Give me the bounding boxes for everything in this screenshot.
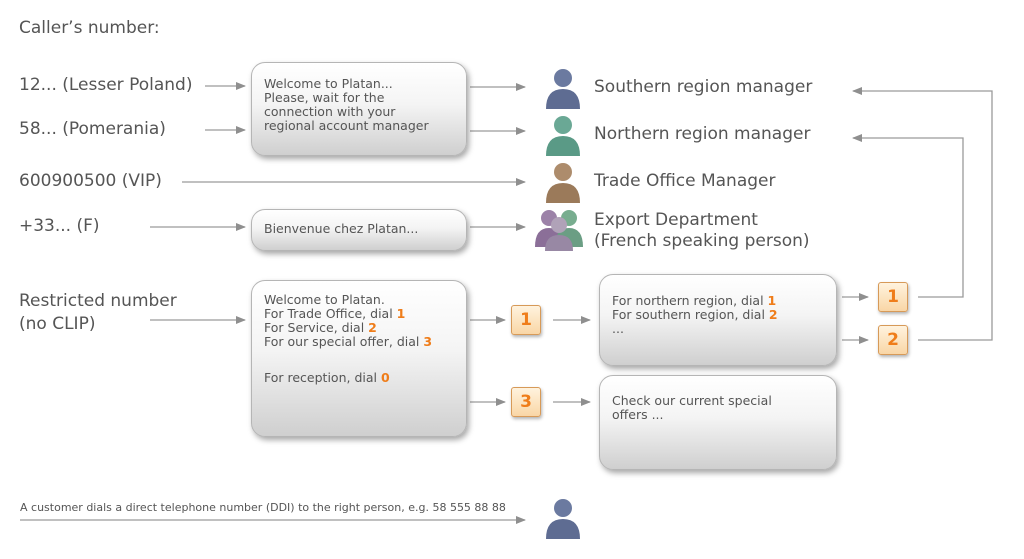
menu-reception: For reception, dial 0 (264, 370, 390, 385)
region-northern: For northern region, dial 1 (612, 293, 777, 308)
group-icon-export (535, 210, 583, 251)
caller-france: +33... (F) (19, 216, 100, 236)
bienvenue-box: Bienvenue chez Platan... (251, 209, 467, 251)
caller-pomerania: 58... (Pomerania) (19, 119, 166, 139)
special-offers-box: Check our current special offers ... (599, 375, 837, 470)
caller-restricted: Restricted number (no CLIP) (19, 290, 177, 336)
welcome-line-1: Welcome to Platan... (264, 76, 393, 91)
loop-badge2-southern (852, 87, 993, 341)
offers-line-1: Check our current special (612, 393, 772, 408)
welcome-line-3: connection with your (264, 104, 396, 119)
diagram-title: Caller’s number: (19, 18, 160, 38)
person-icon-southern (546, 69, 580, 109)
target-trade-office-manager: Trade Office Manager (594, 171, 776, 191)
loop-badge1-northern (852, 134, 964, 298)
badge-region-1: 1 (878, 282, 908, 312)
bienvenue-text: Bienvenue chez Platan... (264, 221, 419, 236)
welcome-line-2: Please, wait for the (264, 90, 385, 105)
welcome-line-4: regional account manager (264, 118, 429, 133)
person-icon-trade (546, 163, 580, 203)
badge-region-2: 2 (878, 325, 908, 355)
menu-special-offer: For our special offer, dial 3 (264, 334, 433, 349)
region-menu-box: For northern region, dial 1 For southern… (599, 274, 837, 366)
caller-restricted-line1: Restricted number (19, 291, 177, 311)
menu-trade-office: For Trade Office, dial 1 (264, 306, 406, 321)
caller-vip: 600900500 (VIP) (19, 171, 162, 191)
main-menu-box: Welcome to Platan. For Trade Office, dia… (251, 280, 467, 437)
ddi-footer-caption: A customer dials a direct telephone numb… (20, 501, 506, 514)
target-southern-manager: Southern region manager (594, 77, 813, 97)
target-northern-manager: Northern region manager (594, 124, 811, 144)
export-line-2: (French speaking person) (594, 231, 810, 251)
badge-menu-1: 1 (511, 305, 541, 335)
caller-restricted-line2: (no CLIP) (19, 314, 96, 334)
menu-service: For Service, dial 2 (264, 320, 377, 335)
target-export-department: Export Department (French speaking perso… (594, 210, 810, 252)
region-southern: For southern region, dial 2 (612, 307, 778, 322)
person-icon-ddi (546, 499, 580, 539)
menu-welcome: Welcome to Platan. (264, 292, 385, 307)
export-line-1: Export Department (594, 210, 758, 230)
offers-line-2: offers ... (612, 407, 664, 422)
person-icon-northern (546, 116, 580, 156)
welcome-regional-box: Welcome to Platan... Please, wait for th… (251, 62, 467, 156)
region-more: ... (612, 321, 624, 336)
caller-lesser-poland: 12... (Lesser Poland) (19, 75, 193, 95)
badge-menu-3: 3 (511, 387, 541, 417)
